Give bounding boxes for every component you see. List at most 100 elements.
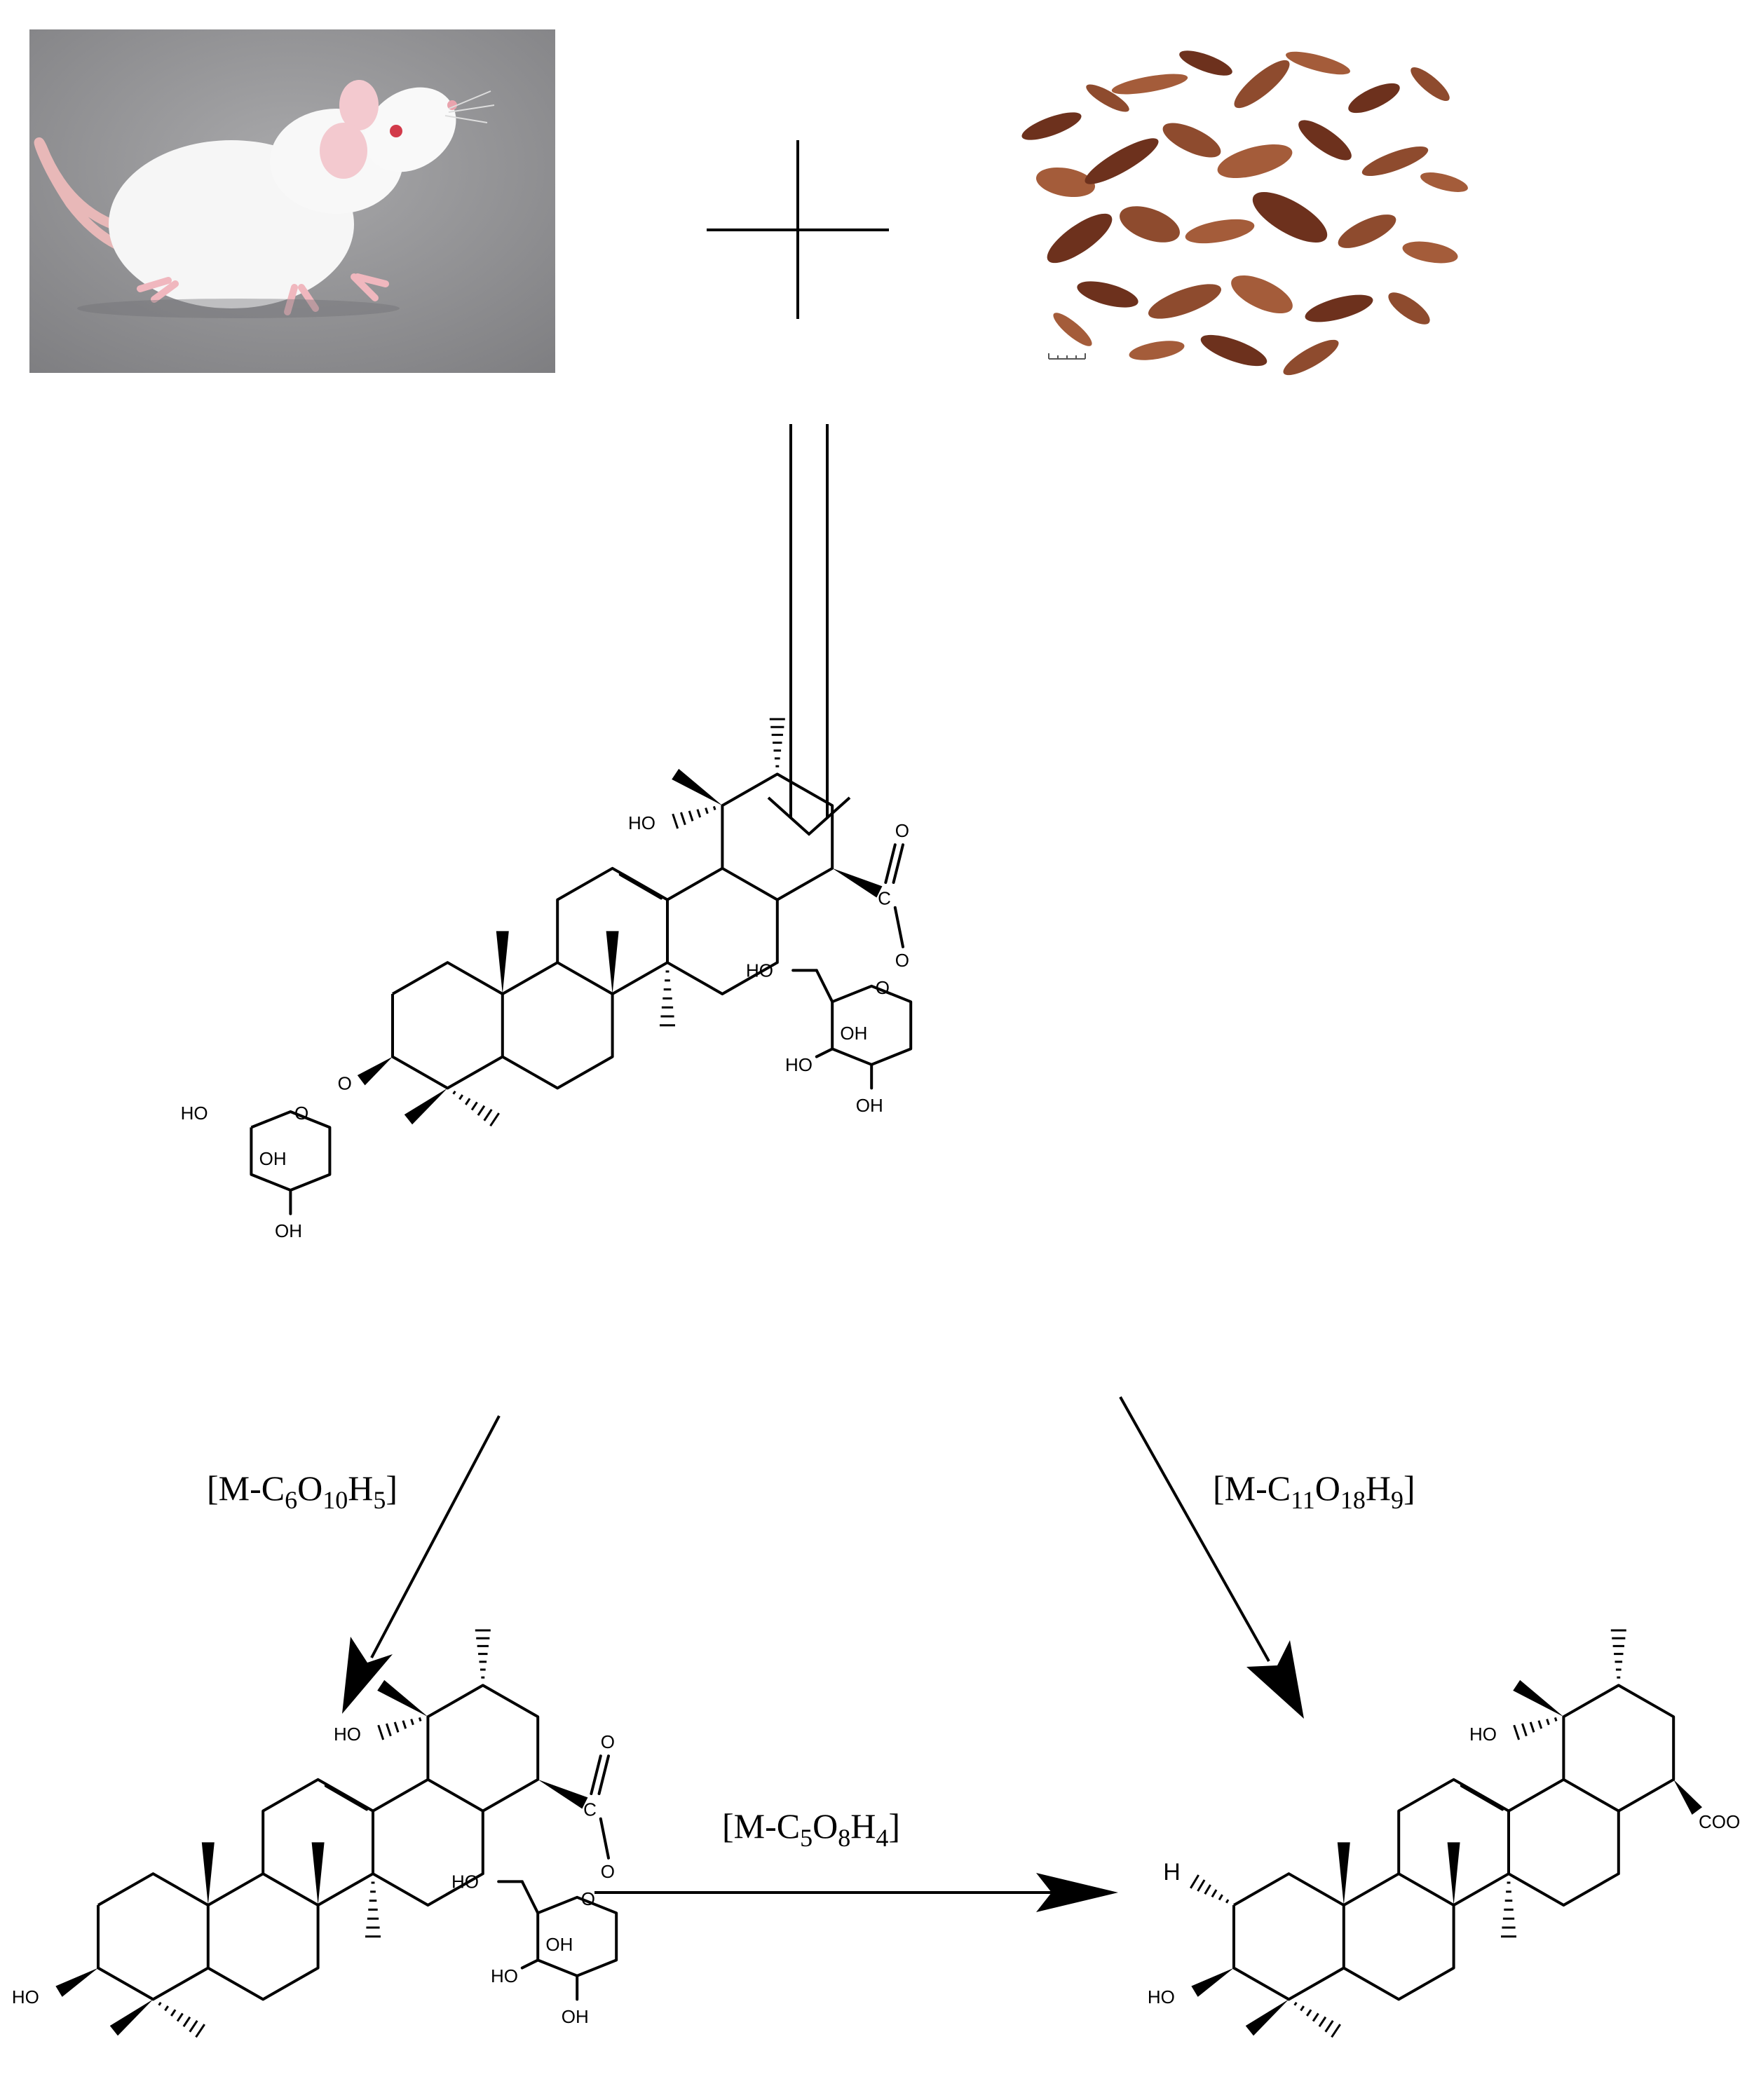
- herb-piece: [1120, 206, 1180, 243]
- bond: [520, 1958, 540, 1970]
- herb-piece: [1234, 60, 1290, 109]
- herb-piece: [1047, 213, 1113, 264]
- wedge-bond: [496, 931, 509, 994]
- hash-bond: [1324, 2020, 1334, 2033]
- atom-label: O: [876, 977, 890, 998]
- herb-piece: [1179, 50, 1232, 76]
- atom-label: OH: [545, 1934, 573, 1955]
- hash-bond: [1521, 1723, 1528, 1737]
- herb-piece: [1053, 313, 1092, 346]
- ring: [1232, 1872, 1345, 2001]
- herb-piece: [1217, 144, 1293, 178]
- herb-piece: [1200, 334, 1267, 367]
- ring: [721, 772, 834, 901]
- wedge-bond: [311, 1842, 325, 1905]
- reaction-arrow-bottom: [594, 1873, 1118, 1912]
- hash-bond: [410, 1719, 414, 1726]
- atom-label: HO: [1148, 1986, 1175, 2007]
- hash-bond: [1546, 1719, 1550, 1726]
- herb-piece: [1283, 339, 1339, 376]
- atom-label: O: [895, 950, 909, 971]
- hash-bond: [1537, 1720, 1543, 1729]
- atom-label: O: [294, 1103, 308, 1124]
- hash-bond: [170, 2009, 177, 2017]
- wedge-bond: [538, 1779, 588, 1809]
- hash-bond: [1190, 1874, 1199, 1889]
- atom-label: HO: [1469, 1724, 1497, 1745]
- wedge-bond: [606, 931, 619, 994]
- ring: [501, 961, 614, 1090]
- hash-bond: [176, 2012, 184, 2022]
- hash-bond: [1300, 2005, 1305, 2012]
- atom-label: OH: [840, 1023, 867, 1044]
- atom-label: O: [338, 1073, 352, 1094]
- hash-bond: [182, 2016, 191, 2028]
- atom-label: O: [895, 820, 909, 841]
- hash-bond: [1554, 1717, 1558, 1721]
- atom-label: HO: [628, 812, 655, 833]
- atom-label: HO: [12, 1986, 39, 2007]
- herb-piece: [1036, 167, 1095, 198]
- herb-piece: [1086, 84, 1129, 112]
- edge-bottom-label: [M-C5O8H4]: [722, 1806, 900, 1852]
- edge-left-label: [M-C6O10H5]: [207, 1468, 397, 1514]
- hash-bond: [452, 1090, 456, 1095]
- herb-piece: [1148, 284, 1222, 319]
- reaction-arrow-left: [342, 1415, 501, 1714]
- reaction-arrow-right: [1119, 1396, 1304, 1719]
- atom-label: O: [581, 1888, 595, 1909]
- hash-bond: [418, 1717, 422, 1721]
- herb-piece: [1021, 112, 1082, 140]
- hash-bond: [688, 810, 694, 821]
- ring: [207, 1872, 320, 2001]
- wedge-bond: [1513, 1679, 1564, 1717]
- atom-label: HO: [334, 1724, 361, 1745]
- herb-piece: [1111, 74, 1188, 95]
- hash-bond: [1306, 2009, 1312, 2017]
- wedge-bond: [357, 1056, 393, 1086]
- hash-bond: [477, 1105, 486, 1117]
- atom-label: H: [1163, 1859, 1181, 1886]
- ring: [1562, 1684, 1676, 1813]
- hash-bond: [489, 1112, 500, 1127]
- hash-bond: [164, 2005, 169, 2012]
- bond: [324, 1784, 369, 1811]
- bond: [884, 843, 897, 884]
- wedge-bond: [1673, 1779, 1702, 1815]
- herb-piece: [1411, 67, 1450, 102]
- atom-label: O: [601, 1861, 615, 1882]
- wedge-bond: [1245, 1999, 1289, 2036]
- wedge-bond: [201, 1842, 215, 1905]
- herb-photo: [1018, 34, 1489, 384]
- atom-label: OH: [259, 1148, 287, 1169]
- hash-bond: [483, 1109, 493, 1121]
- atom-label: HO: [491, 1965, 518, 1986]
- wedge-bond: [55, 1968, 98, 1997]
- wedge-bond: [672, 768, 723, 806]
- ring: [667, 866, 779, 995]
- hash-bond: [712, 805, 716, 810]
- hash-bond: [189, 2020, 198, 2033]
- hash-bond: [696, 809, 702, 818]
- hash-bond: [672, 813, 679, 829]
- bond: [815, 1047, 834, 1058]
- herb-piece: [1085, 138, 1159, 184]
- atom-label: O: [601, 1731, 615, 1752]
- rat-photo: [29, 29, 555, 373]
- ring: [1343, 1872, 1455, 2001]
- ring: [97, 1872, 210, 2001]
- edge-right-label: [M-C11O18H9]: [1213, 1468, 1415, 1514]
- hash-bond: [1331, 2024, 1341, 2038]
- atom-label: HO: [451, 1871, 479, 1892]
- wedge-bond: [404, 1088, 448, 1125]
- herb-piece: [1185, 219, 1255, 244]
- wedge-bond: [1447, 1842, 1460, 1905]
- ring: [426, 1684, 540, 1813]
- ring: [250, 1110, 332, 1192]
- hash-bond: [195, 2024, 205, 2038]
- herb-piece: [1338, 214, 1396, 248]
- herb-piece: [1361, 146, 1429, 177]
- herb-piece: [1286, 51, 1350, 75]
